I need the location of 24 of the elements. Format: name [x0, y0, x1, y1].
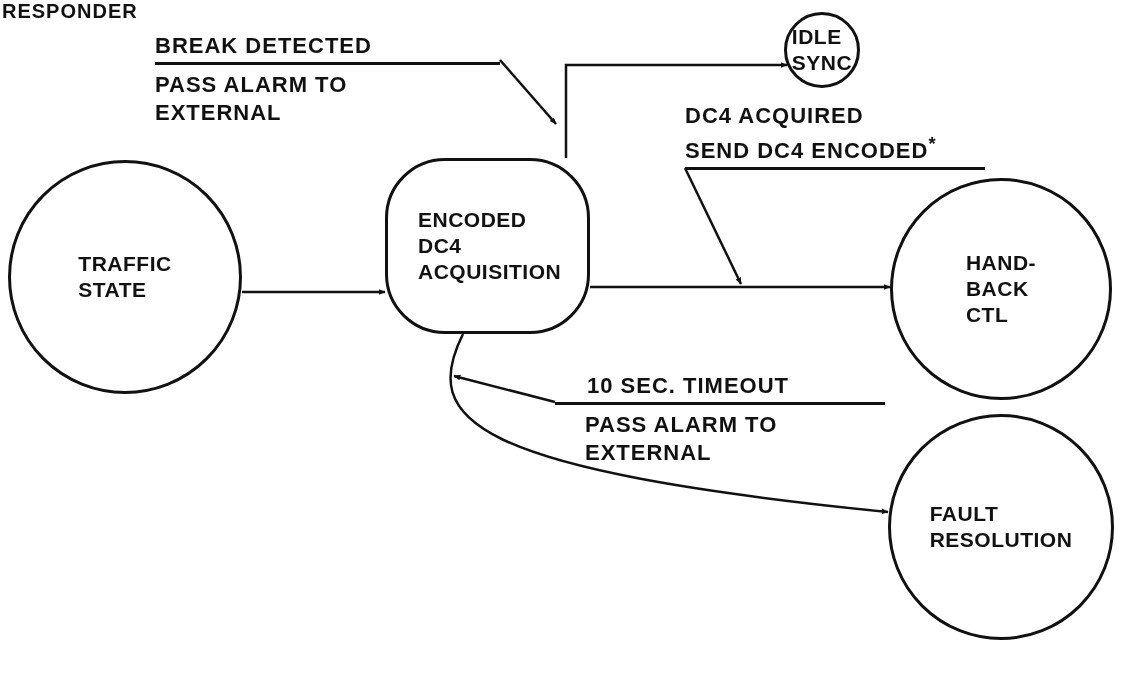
action-text: PASS ALARM TO EXTERNAL: [155, 71, 349, 127]
state-pill: [385, 158, 590, 334]
transition-arrow: [449, 333, 889, 515]
state-label: FAULT RESOLUTION: [929, 501, 1073, 553]
state-circle: [784, 12, 860, 88]
state-label: HAND-BACK CTL: [965, 250, 1037, 328]
leader-line: [683, 167, 743, 285]
transition-arrow: [590, 284, 891, 290]
transition-arrow: [242, 289, 386, 295]
leader-line: [453, 374, 556, 404]
transition-arrow: [564, 62, 788, 158]
condition-text: DC4 ACQUIRED: [685, 102, 865, 130]
condition-text: 10 SEC. TIMEOUT: [555, 372, 885, 405]
state-label: TRAFFIC STATE: [78, 251, 172, 303]
action-text: SEND DC4 ENCODED$^{*}$: [685, 132, 938, 166]
action-text: PASS ALARM TO EXTERNAL: [585, 411, 779, 467]
diagram-title: RESPONDER: [2, 0, 138, 23]
state-circle: [890, 178, 1112, 400]
condition-text: BREAK DETECTED: [155, 32, 500, 65]
state-circle: [8, 160, 242, 394]
state-label: IDLE SYNC: [791, 24, 853, 76]
leader-line: [499, 59, 557, 125]
state-label: ENCODED DC4 ACQUISITION: [418, 207, 562, 285]
state-circle: [888, 414, 1114, 640]
